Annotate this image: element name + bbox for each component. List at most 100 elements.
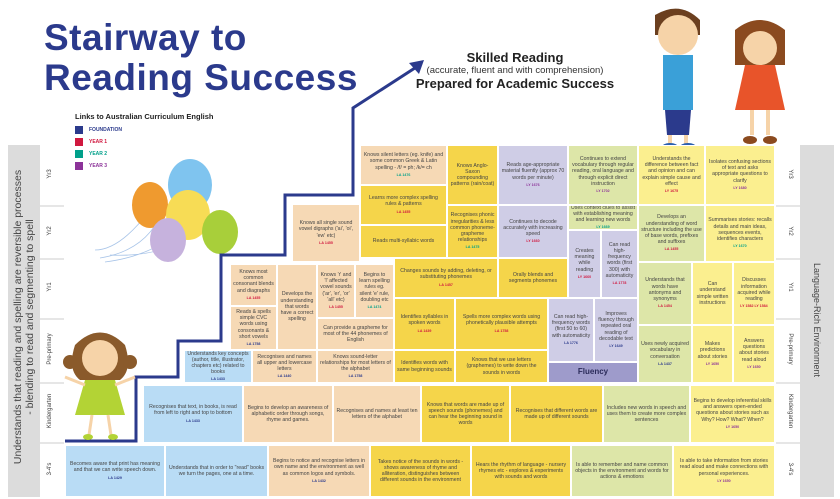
curriculum-code: LA 1475 [465,245,480,250]
skill-text: Is able to take information from stories… [679,458,769,477]
skill-cell: Uses context clues to assist with establ… [568,205,638,230]
skill-text: Begins to notice and recognise letters i… [273,458,365,477]
skill-cell: Discusses information acquired while rea… [733,262,775,325]
skill-cell: Knows silent letters (eg. knife) and som… [360,145,447,185]
skill-text: Recognises and names all upper and lower… [257,353,312,372]
legend-swatch [75,138,83,146]
skill-cell: Reads multi-syllabic words [360,225,447,258]
goal-heading: Skilled Reading (accurate, fluent and wi… [415,50,615,91]
skill-cell: Understands the difference between fact … [638,145,705,205]
curriculum-code: LY 1702 [596,188,610,193]
row-divider [776,318,800,320]
skill-text: Knows that words are made up of speech s… [426,401,505,427]
skill-cell: Begins to develop inferential skills and… [690,385,775,443]
skill-text: Includes new words in speech and uses th… [606,404,687,424]
left-axis-bar: Understands that reading and spelling ar… [8,145,40,497]
girl-redhead-illustration [735,20,785,144]
curriculum-code: LY 1649 [609,343,623,348]
curriculum-code: LA 1474 [367,304,382,309]
skill-cell: Begins to notice and recognise letters i… [268,445,370,497]
curriculum-code: LA 1455 [319,240,333,245]
skill-text: Knows most common consonant blends and d… [233,268,274,294]
curriculum-code: LA 1476 [396,172,411,177]
curriculum-code: LA 1439 [417,328,432,333]
row-divider [776,442,800,444]
legend-item: YEAR 3 [75,160,214,172]
skill-text: Understands key concepts (author, title,… [187,350,249,376]
skill-text: Creates meaning while reading [574,247,595,273]
arrow-head-icon [409,60,424,74]
curriculum-code: LA 1455 [329,304,343,309]
skill-cell: Spells more complex words using phonetic… [455,298,548,350]
skill-cell: Understands key concepts (author, title,… [184,350,252,383]
curriculum-code: LY 1650 [717,478,731,483]
curriculum-code: LY 1650 [725,424,740,429]
curriculum-code: LA 1437 [658,361,672,366]
skill-cell: Hears the rhythm of language - nursery r… [471,445,571,497]
curriculum-code: LA 1455 [396,209,411,214]
row-divider [40,318,64,320]
skill-text: Can understand simple written instructio… [696,281,729,306]
curriculum-code: LY 1680 [733,185,747,190]
curriculum-code: LY 1676 [526,182,540,187]
skill-cell: Uses newly acquired vocabulary in conver… [638,325,692,383]
skill-cell: Takes notice of the sounds in words -sho… [370,445,471,497]
legend-label: FOUNDATION [89,127,122,133]
skill-cell: Knows Anglo-Saxon compounding patterns (… [447,145,498,205]
skill-cell: Can read high-frequency words (first 300… [601,230,638,298]
skill-cell: Begins to develop an awareness of alphab… [243,385,333,443]
skill-cell: Knows most common consonant blends and d… [230,264,277,306]
curriculum-code: LY 1660 [526,239,540,244]
curriculum-code: LA 1432 [312,478,326,483]
row-divider [40,205,64,207]
skill-cell: Answers questions about stories read alo… [733,325,775,383]
skill-cell: Recognises that different words are made… [510,385,603,443]
skill-cell: Summarises stories: recalls details and … [705,205,775,262]
row-divider [40,442,64,444]
skill-text: Understands the difference between fact … [642,155,701,187]
balloons-icon [94,159,238,263]
curriculum-code: LA 1776 [564,340,578,345]
page-title: Stairway to Reading Success [44,17,358,98]
skill-cell: Knows sound-letter relationships for mos… [317,350,394,383]
skill-cell: Can provide a grapheme for most of the 4… [317,318,394,350]
fluency-label: Fluency [548,362,638,383]
row-divider [40,258,64,260]
skill-text: Hears the rhythm of language - nursery r… [475,461,567,481]
legend-item: YEAR 1 [75,136,214,148]
skill-cell: Knows 'r' and 'l' affected vowel sounds … [317,264,355,318]
curriculum-code: LA 1457 [439,282,453,287]
stairway-line [65,64,419,443]
skill-cell: Recognises and names at least ten letter… [333,385,421,443]
skill-text: Takes notice of the sounds in words -sho… [377,458,464,484]
curriculum-code: LY 1650 [747,364,761,369]
curriculum-code: LA 1758 [246,341,261,346]
skill-text: Recognises that text, in books, is read … [149,404,237,417]
curriculum-code: LA 1778 [612,281,627,285]
skill-cell: Knows that we use letters (graphemes) to… [455,350,548,383]
right-axis-bar: Language-Rich Environment [800,145,834,497]
curriculum-code: LY 1650 [705,361,720,366]
skill-text: Develops an understanding of word struct… [641,214,702,246]
skill-text: Begins to develop inferential skills and… [693,397,772,423]
skill-text: Makes predictions about stories [697,341,728,360]
curriculum-code: LA 1440 [277,374,292,379]
skill-text: Answers questions about stories read alo… [739,337,769,363]
skill-text: Spells more complex words using phonetic… [462,314,541,327]
curriculum-code: LA 1758 [494,328,509,333]
row-divider [776,205,800,207]
curriculum-code: LA 1429 [108,475,122,480]
skill-text: Knows Anglo-Saxon compounding patterns (… [450,162,495,188]
skill-text: Continues to decode accurately with incr… [503,218,563,237]
skill-cell: Becomes aware that print has meaning and… [65,445,165,497]
skill-cell: Develops the understanding that words ha… [277,264,317,350]
legend-item: FOUNDATION [75,124,214,136]
curriculum-code: LY 1582 LY 1584 [740,304,768,309]
skill-text: Learns more complex spelling rules & pat… [369,195,438,208]
skill-text: Knows sound-letter relationships for mos… [320,353,391,372]
curriculum-code: LY 1670 [733,244,747,249]
skill-text: Reads age-appropriate material fluently … [501,162,565,181]
